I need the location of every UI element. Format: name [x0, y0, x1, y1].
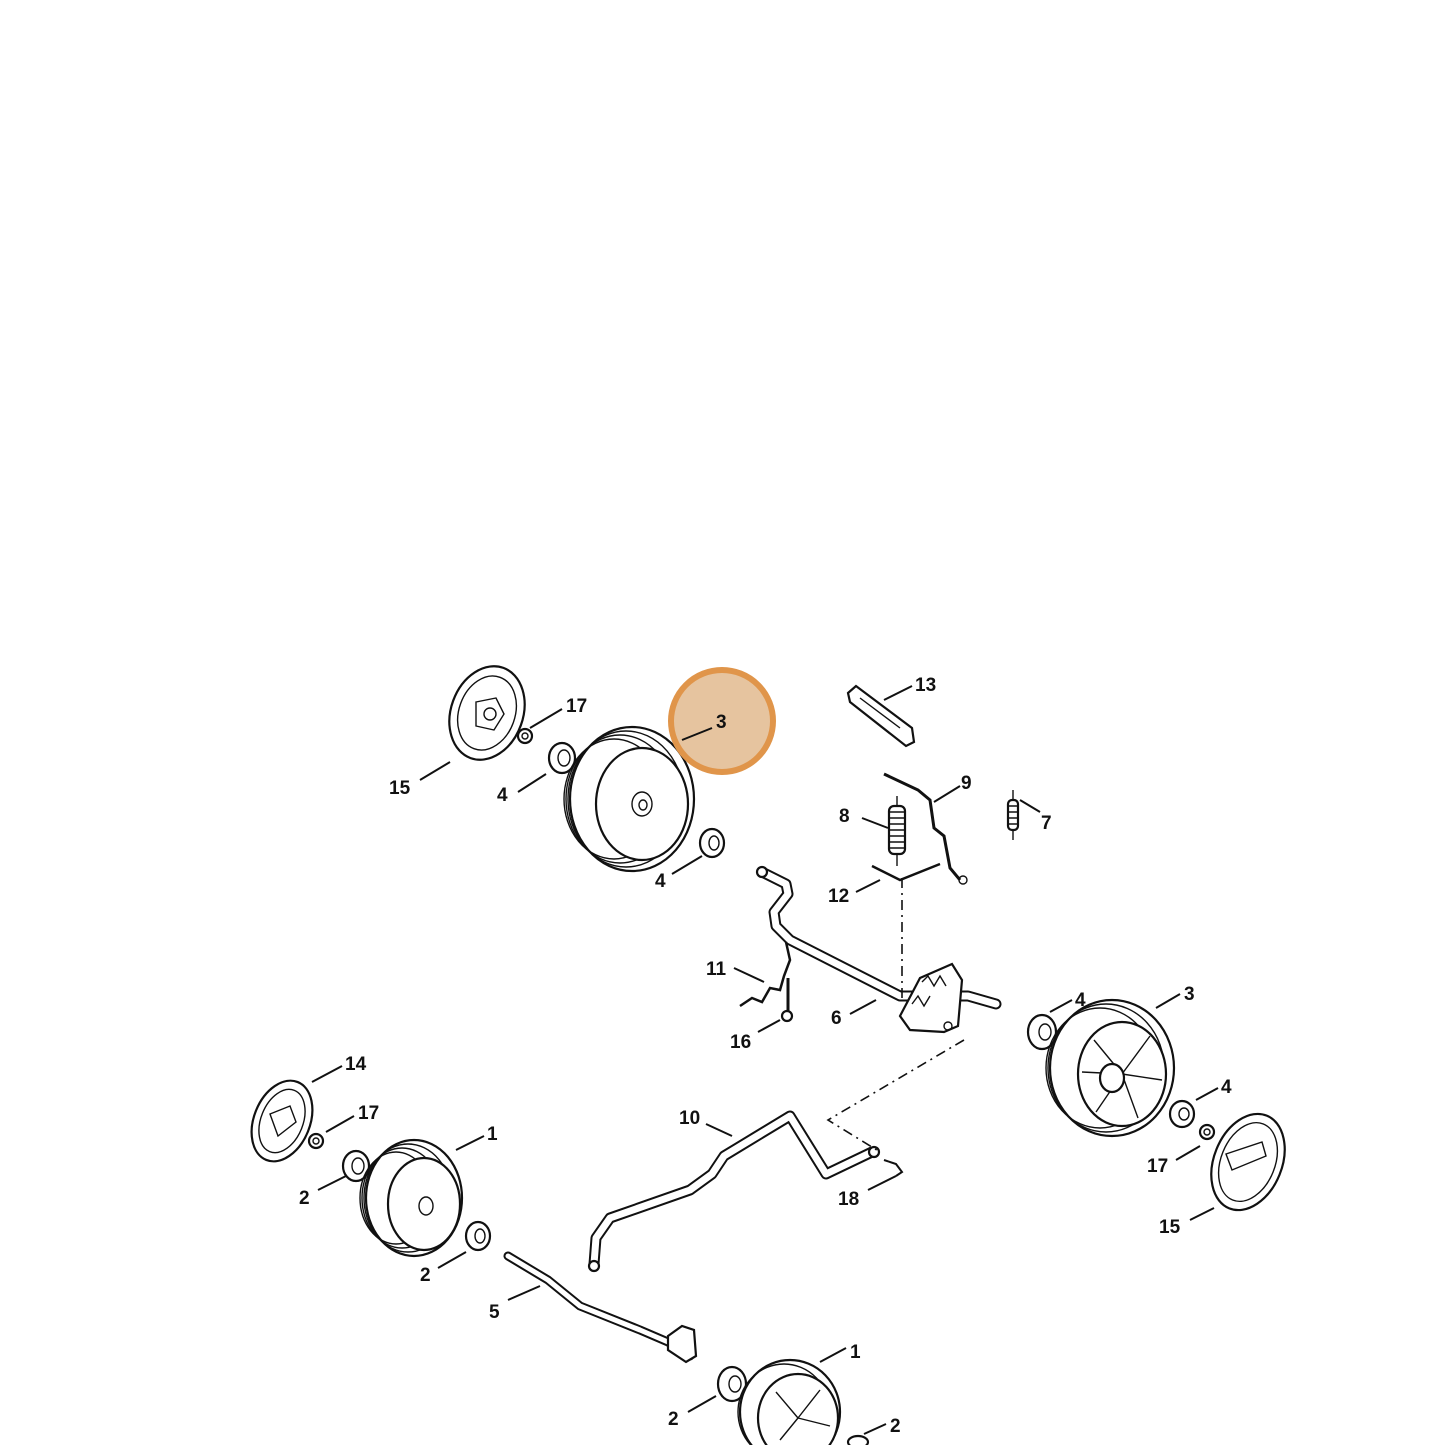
hubcap-15-rear-left: [448, 665, 526, 761]
callout-8: 8: [839, 806, 850, 827]
callout-6: 6: [831, 1008, 842, 1029]
callout-10: 10: [679, 1108, 700, 1129]
spring-8: [887, 796, 907, 866]
callout-17-rear-left: 17: [566, 696, 587, 717]
bearing-4-rear-left-inner: [698, 827, 726, 859]
hubcap-15-rear-right: [1210, 1112, 1286, 1212]
nut-17-rear-left: [516, 727, 534, 745]
nut-17-front-left: [307, 1132, 325, 1150]
callout-4-rear-right-inner: 4: [1075, 990, 1086, 1011]
bearing-4-rear-left-outer: [547, 741, 577, 775]
callout-11: 11: [706, 959, 727, 980]
callout-1-front-right: 1: [850, 1342, 861, 1363]
assembly-line-b: [826, 1039, 965, 1153]
wheel-3-rear-left: [563, 725, 696, 873]
clip-18: [883, 1159, 904, 1177]
screw-16: [780, 978, 794, 1023]
wheel-1-front-left: [359, 1138, 464, 1258]
callout-15-rear-left: 15: [389, 778, 411, 799]
lever-bracket-13: [846, 684, 916, 748]
callout-2-front-left-inner: 2: [420, 1265, 431, 1286]
leader-lines: [311, 685, 1219, 1435]
callout-15-rear-right: 15: [1159, 1217, 1181, 1238]
callout-9: 9: [961, 773, 972, 794]
clip-12: [871, 862, 941, 882]
nut-17-rear-right: [1198, 1123, 1216, 1141]
callout-12: 12: [828, 886, 849, 907]
spring-clip-11: [739, 941, 792, 1008]
callout-5: 5: [489, 1302, 500, 1323]
bearing-2-front-left-inner: [464, 1220, 492, 1252]
callout-14: 14: [345, 1054, 367, 1075]
wheel-1-front-right: [737, 1358, 842, 1445]
bearing-2-front-right-outer: [846, 1434, 870, 1445]
callout-3-highlighted: 3: [716, 712, 727, 733]
wheel-3-rear-right: [1045, 998, 1176, 1138]
bearing-4-rear-right-outer: [1168, 1099, 1196, 1129]
wire-lever-9: [883, 772, 968, 885]
callout-18: 18: [838, 1189, 859, 1210]
spring-7: [1006, 790, 1020, 840]
highlight-circle[interactable]: [668, 667, 776, 775]
front-axle-5: [503, 1251, 698, 1364]
callout-2-front-right-outer: 2: [890, 1416, 901, 1437]
callout-17-rear-right: 17: [1147, 1156, 1168, 1177]
height-adjust-plate: [898, 962, 964, 1034]
bearing-2-front-left-outer: [341, 1149, 371, 1183]
callout-17-front-left: 17: [358, 1103, 379, 1124]
bearing-4-rear-right-inner: [1026, 1013, 1058, 1051]
callout-13: 13: [915, 675, 936, 696]
callout-2-front-left-outer: 2: [299, 1188, 310, 1209]
callout-3-rear-right: 3: [1184, 984, 1195, 1005]
callout-1-front-left: 1: [487, 1124, 498, 1145]
callout-4-rear-left-outer: 4: [497, 785, 508, 806]
callout-4-rear-right-outer: 4: [1221, 1077, 1232, 1098]
lever-10: [587, 1110, 881, 1273]
callout-2-front-right-inner: 2: [668, 1409, 679, 1430]
callout-16: 16: [730, 1032, 751, 1053]
callout-labels: 15 17 4 3 4 13 9 8 7 12 11 16 6 4 3 4 17…: [299, 675, 1232, 1437]
hubcap-14-front-left: [250, 1079, 314, 1163]
callout-4-rear-left-inner: 4: [655, 871, 666, 892]
callout-7: 7: [1041, 813, 1052, 834]
